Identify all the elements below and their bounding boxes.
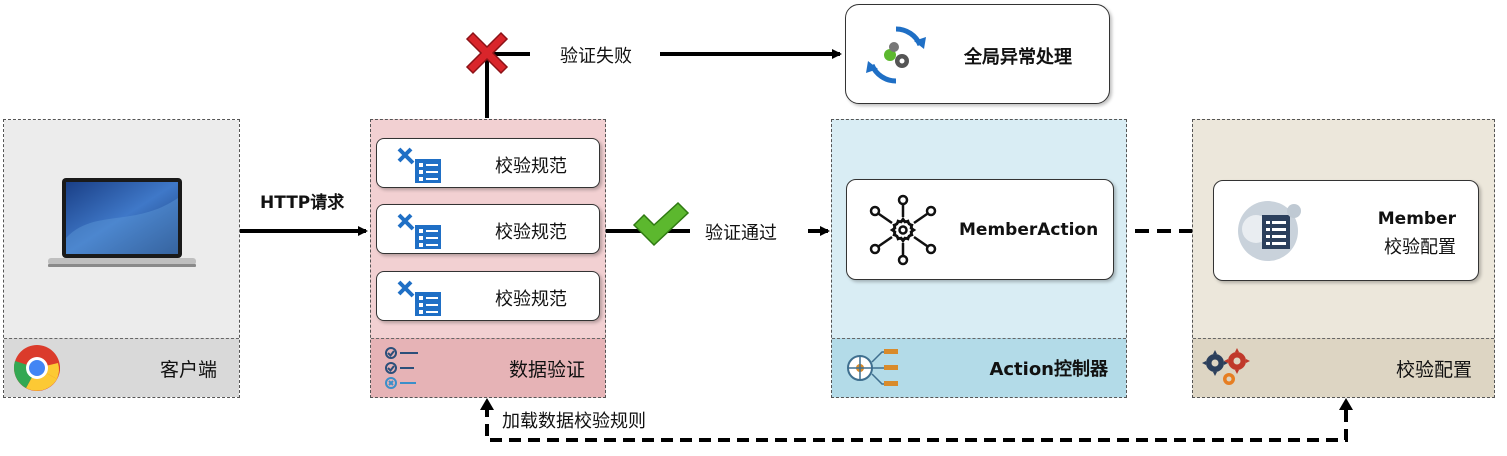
http-request-label: HTTP请求 [260, 193, 345, 213]
config-panel: Member 校验配置 校验配置 [1192, 119, 1495, 398]
validation-pass-label: 验证通过 [705, 223, 777, 244]
validation-panel: 校验规范 校验规范 校验规范 数据验证 [370, 119, 606, 398]
rule-card[interactable]: 校验规范 [376, 138, 600, 188]
controller-panel: MemberAction Action控制器 [831, 119, 1127, 398]
tools-checklist-icon [397, 147, 441, 183]
rule-label: 校验规范 [495, 289, 567, 310]
check-icon [632, 201, 690, 247]
member-action-card[interactable]: MemberAction [846, 179, 1114, 280]
controller-label: Action控制器 [989, 359, 1108, 380]
config-label: 校验配置 [1395, 359, 1472, 381]
member-config-line1: Member [1377, 209, 1456, 229]
network-list-icon [847, 349, 898, 386]
rule-card[interactable]: 校验规范 [376, 204, 600, 254]
validation-label: 数据验证 [508, 359, 585, 381]
load-rules-arrowhead-right [1339, 398, 1353, 410]
controller-footer: Action控制器 [832, 338, 1126, 397]
member-config-line2: 校验配置 [1384, 237, 1456, 258]
cross-icon [465, 31, 509, 75]
refresh-gears-icon [866, 26, 926, 84]
client-label: 客户端 [159, 359, 217, 381]
global-exception-label: 全局异常处理 [964, 47, 1072, 68]
rule-card[interactable]: 校验规范 [376, 271, 600, 321]
settings-document-icon [1238, 201, 1301, 261]
rule-label: 校验规范 [495, 156, 567, 177]
checklist-icon [385, 347, 418, 389]
tools-checklist-icon [397, 213, 441, 249]
rule-label: 校验规范 [495, 222, 567, 243]
load-rules-label: 加载数据校验规则 [502, 411, 646, 432]
validation-footer: 数据验证 [371, 338, 605, 397]
validation-fail-label: 验证失败 [560, 46, 632, 67]
client-panel: 客户端 [3, 119, 240, 398]
gears-icon [1202, 348, 1250, 385]
member-config-card[interactable]: Member 校验配置 [1213, 180, 1479, 281]
laptop-icon [48, 178, 196, 267]
tools-checklist-icon [397, 280, 441, 316]
load-rules-path [485, 405, 1348, 442]
member-action-label: MemberAction [959, 220, 1099, 240]
client-footer: 客户端 [4, 338, 239, 397]
global-exception-card[interactable]: 全局异常处理 [845, 4, 1110, 104]
config-footer: 校验配置 [1193, 338, 1494, 397]
chrome-icon [13, 345, 60, 391]
hub-gear-icon [869, 194, 937, 266]
load-rules-arrowhead-left [480, 398, 494, 410]
